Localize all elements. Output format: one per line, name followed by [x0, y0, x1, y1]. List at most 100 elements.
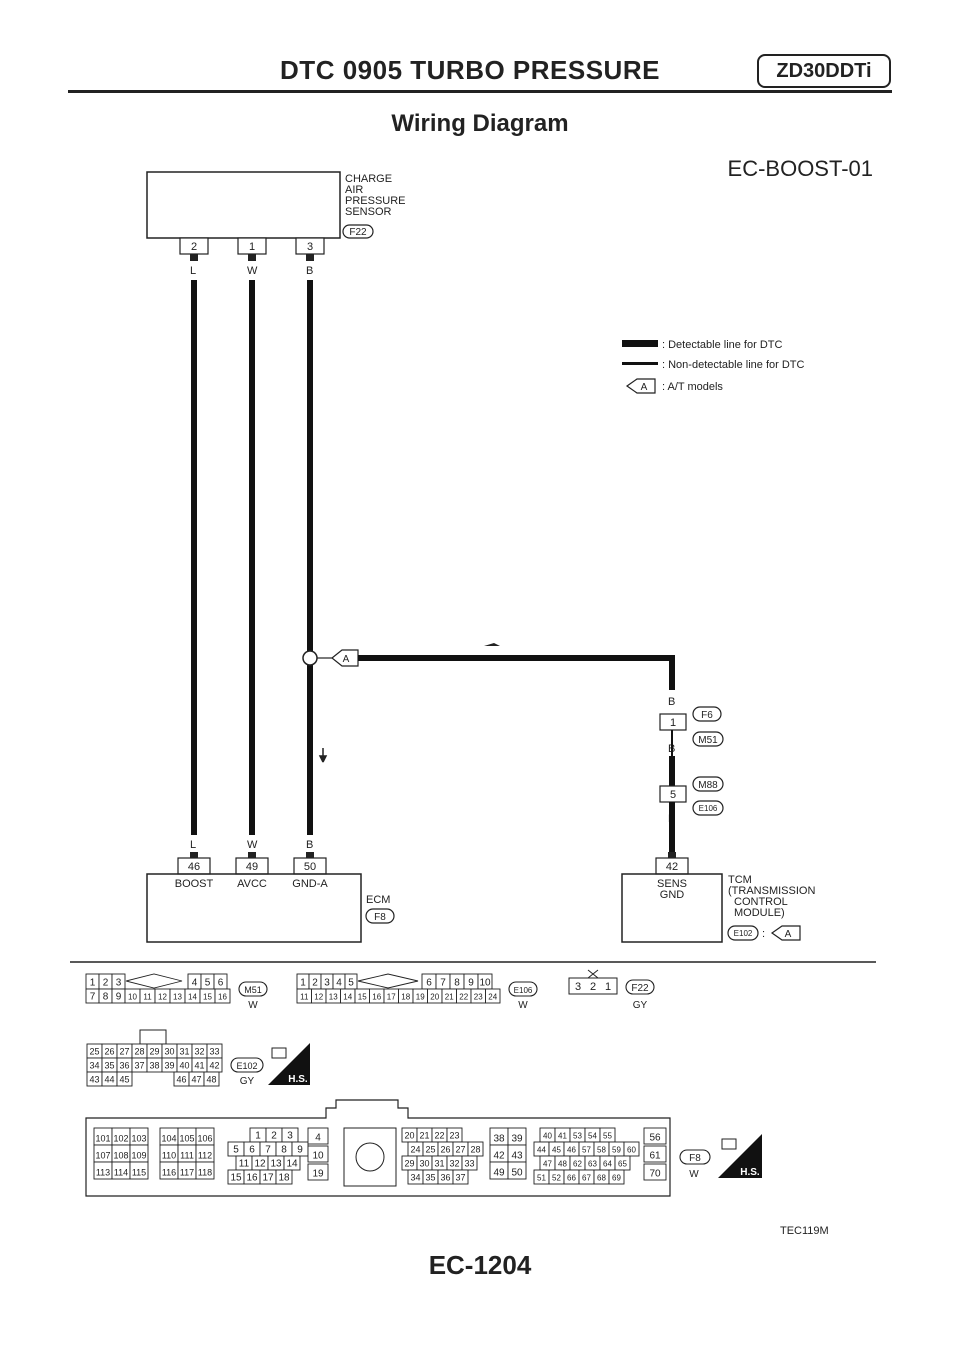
f8-pin-50: [507, 1161, 527, 1180]
conn-m51-tag: [692, 731, 724, 747]
e106-key-icon: [357, 973, 419, 989]
e102-pin-47-label: 47: [191, 1075, 201, 1085]
m51-pin-10-label: 10: [128, 993, 137, 1002]
e106-color: W: [518, 1000, 528, 1011]
svg-text:M51: M51: [698, 735, 718, 746]
f8-pin-48-label: 48: [558, 1160, 567, 1169]
sensor-pins: 2 1 3: [179, 237, 325, 261]
m51-pin-11-label: 11: [143, 993, 152, 1002]
svg-text:E102: E102: [734, 929, 753, 938]
svg-text:B: B: [306, 839, 313, 851]
sensor-name: CHARGE AIR PRESSURE SENSOR: [345, 173, 406, 218]
svg-text:W: W: [247, 839, 258, 851]
f8-color: W: [689, 1169, 699, 1180]
svg-text:M88: M88: [698, 780, 718, 791]
f8-connector-tag-label: F8: [689, 1153, 701, 1164]
svg-text:CONTROL: CONTROL: [734, 896, 788, 908]
ecm-terminals: BOOST AVCC GND-A: [175, 878, 329, 890]
e106-pin-24: [485, 988, 501, 1004]
e102-pin-44-label: 44: [104, 1075, 114, 1085]
e102-pin-46-label: 46: [176, 1075, 186, 1085]
svg-text:BOOST: BOOST: [175, 878, 214, 890]
f8-pin-21-label: 21: [419, 1131, 429, 1141]
f8-pin-60-label: 60: [627, 1146, 636, 1155]
f22-latch-icon: [587, 969, 599, 979]
legend: : Detectable line for DTC : Non-detectab…: [622, 339, 805, 394]
conn-m88-tag: [692, 776, 724, 792]
f8-pin-27-label: 27: [455, 1145, 465, 1155]
e106-pin-15-label: 15: [358, 993, 367, 1002]
e102-pin-26-label: 26: [104, 1047, 114, 1057]
e102-pin-35-label: 35: [104, 1061, 114, 1071]
f8-pin-60: [623, 1141, 640, 1157]
svg-text:2: 2: [191, 241, 197, 253]
svg-text:CHARGE: CHARGE: [345, 173, 392, 185]
svg-text:F8: F8: [374, 912, 386, 923]
f8-pin-103-label: 103: [131, 1134, 146, 1144]
e102-pin-45: [116, 1071, 133, 1087]
m51-pin-7-label: 7: [90, 992, 96, 1003]
svg-text:E106: E106: [699, 804, 718, 813]
m51-pin-8-label: 8: [103, 992, 109, 1003]
f8-pin-69: [608, 1169, 625, 1185]
e106-pin-20-label: 20: [430, 993, 439, 1002]
f8-pin-19-label: 19: [312, 1169, 324, 1180]
f8-pin-37-label: 37: [455, 1173, 465, 1183]
f8-pin-7-label: 7: [265, 1145, 271, 1156]
m51-pin-6-label: 6: [218, 978, 224, 989]
f8-pin-54-label: 54: [588, 1132, 597, 1141]
header-rule: [68, 90, 892, 93]
m51-pin-2-label: 2: [103, 978, 109, 989]
f8-pin-105-label: 105: [179, 1134, 194, 1144]
e102-pin-29-label: 29: [149, 1047, 159, 1057]
svg-text:3: 3: [307, 241, 313, 253]
e106-pin-6-label: 6: [426, 978, 432, 989]
f8-pin-108-label: 108: [113, 1151, 128, 1161]
f8-pin-33-label: 33: [464, 1159, 474, 1169]
m51-pin-13-label: 13: [173, 993, 182, 1002]
f8-pin-9-label: 9: [297, 1145, 303, 1156]
flow-arrow-down: [318, 748, 328, 763]
f8-pin-104-label: 104: [161, 1134, 176, 1144]
tcm-at-tag: [770, 925, 801, 941]
e102-pin-48-label: 48: [206, 1075, 216, 1085]
f8-pin-44-label: 44: [537, 1146, 546, 1155]
f8-pin-23-label: 23: [449, 1131, 459, 1141]
legend-nondetectable-line: [622, 362, 658, 365]
e102-pin-45-label: 45: [119, 1075, 129, 1085]
svg-text:W: W: [247, 265, 258, 277]
svg-text:AVCC: AVCC: [237, 878, 267, 890]
e102-pin-28-label: 28: [134, 1047, 144, 1057]
e102-pin-37-label: 37: [134, 1061, 144, 1071]
f8-pin-109-label: 109: [131, 1151, 146, 1161]
svg-text:B: B: [668, 696, 675, 708]
svg-text:L: L: [190, 839, 196, 851]
hand-icon: [271, 1047, 287, 1059]
svg-text:A: A: [641, 382, 648, 393]
svg-text:50: 50: [304, 861, 316, 873]
e106-pin-17-label: 17: [387, 993, 396, 1002]
e102-color: GY: [240, 1076, 255, 1087]
f8-pin-3-label: 3: [287, 1131, 293, 1142]
f22-housing: [568, 977, 618, 995]
f8-pin-6-label: 6: [249, 1145, 255, 1156]
f8-pin-112-label: 112: [198, 1151, 212, 1161]
f8-pin-65-label: 65: [618, 1160, 627, 1169]
e106-pin-18-label: 18: [401, 993, 410, 1002]
f8-pin-24-label: 24: [410, 1145, 420, 1155]
f8-pin-36-label: 36: [440, 1173, 450, 1183]
f8-pin-61-label: 61: [649, 1151, 661, 1162]
e102-pin-39-label: 39: [164, 1061, 174, 1071]
m51-pin-16: [214, 988, 231, 1004]
sensor-box: [146, 171, 341, 239]
f8-pin-67-label: 67: [582, 1174, 591, 1183]
f8-pin-13-label: 13: [270, 1159, 282, 1170]
f8-pin-8-label: 8: [281, 1145, 287, 1156]
f8-pin-46-label: 46: [567, 1146, 576, 1155]
f8-pin-22-label: 22: [434, 1131, 444, 1141]
f8-connector-tag: [679, 1149, 711, 1165]
f8-pin-2-label: 2: [271, 1131, 277, 1142]
f8-pin-70: [643, 1163, 667, 1181]
f8-pin-5-label: 5: [233, 1145, 239, 1156]
e106-pin-8-label: 8: [454, 978, 460, 989]
